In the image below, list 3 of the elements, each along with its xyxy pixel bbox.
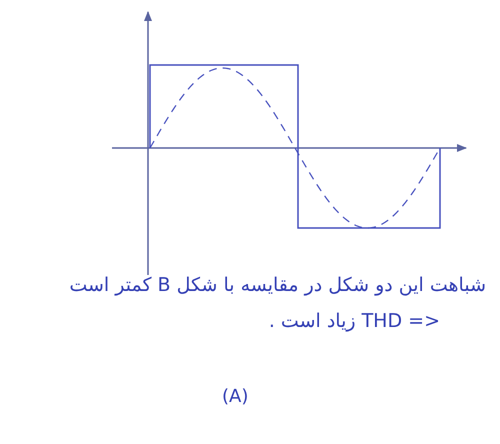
figure-label: (A) — [222, 386, 248, 408]
note-text: شباهت این دو شکل در مقایسه با شکل B کمتر است — [69, 274, 486, 297]
note-text: <= THD زیاد است . — [268, 310, 440, 333]
